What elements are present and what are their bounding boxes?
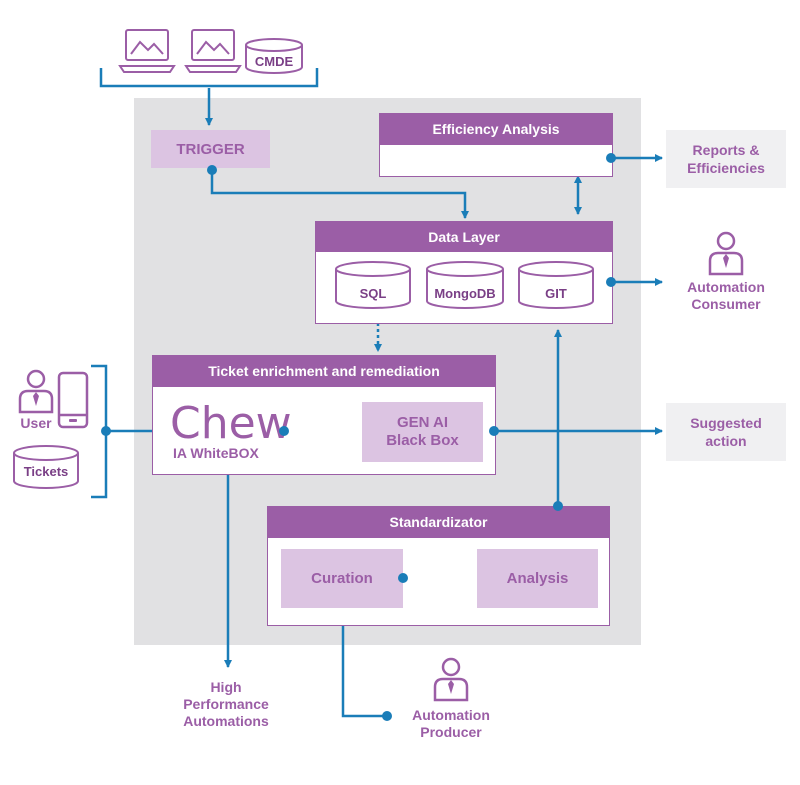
git-label: GIT (545, 286, 567, 301)
curation-box: Curation (281, 549, 403, 608)
data-layer-title: Data Layer (315, 221, 613, 252)
suggested-line1: Suggested (690, 415, 762, 431)
person-icon (18, 369, 54, 414)
efficiency-dot (606, 153, 616, 163)
automation-consumer-label: Automation Consumer (666, 279, 786, 313)
mongodb-database: MongoDB (425, 260, 505, 310)
standardizator-title: Standardizator (267, 506, 610, 538)
sources-bracket (99, 68, 319, 88)
sql-database: SQL (334, 260, 412, 310)
highperf-line2: Performance (183, 696, 269, 712)
producer-line1: Automation (412, 707, 490, 723)
highperf-line3: Automations (183, 713, 269, 729)
analysis-label: Analysis (506, 570, 569, 587)
datalayer-dot (606, 277, 616, 287)
standardizator-dot (553, 501, 563, 511)
tickets-label: Tickets (23, 464, 69, 479)
genai-blackbox: GEN AI Black Box (362, 402, 483, 462)
mongodb-label: MongoDB (434, 286, 496, 301)
trigger-label: TRIGGER (176, 140, 245, 158)
suggested-line2: action (705, 433, 747, 449)
person-icon (708, 231, 744, 276)
trigger-dot (207, 165, 217, 175)
curation-dot (398, 573, 408, 583)
reports-line2: Efficiencies (687, 160, 765, 176)
consumer-line2: Consumer (691, 296, 761, 312)
tickets-database: Tickets (12, 444, 80, 490)
reports-box: Reports & Efficiencies (666, 130, 786, 188)
person-icon (433, 657, 469, 702)
chew-logo: Chew (170, 398, 292, 449)
curation-label: Curation (311, 570, 373, 587)
user-dot (101, 426, 111, 436)
chew-dot (279, 426, 289, 436)
trigger-box: TRIGGER (151, 130, 270, 168)
efficiency-analysis-title: Efficiency Analysis (379, 113, 613, 145)
producer-line2: Producer (420, 724, 482, 740)
user-label: User (20, 415, 52, 431)
producer-to-curation-arrow (339, 611, 387, 718)
reports-line1: Reports & (692, 142, 760, 158)
high-performance-label: High Performance Automations (160, 679, 292, 730)
highperf-line1: High (210, 679, 242, 695)
genai-dot (489, 426, 499, 436)
laptop-icon (184, 29, 242, 73)
laptop-icon (118, 29, 176, 73)
consumer-line1: Automation (687, 279, 765, 295)
cmde-label: CMDE (254, 54, 294, 69)
git-database: GIT (517, 260, 595, 310)
suggested-action-box: Suggested action (666, 403, 786, 461)
cmde-database: CMDE (244, 37, 304, 75)
genai-line2: Black Box (386, 432, 459, 449)
smartphone-icon (57, 371, 89, 429)
sql-label: SQL (359, 286, 387, 301)
producer-dot (382, 711, 392, 721)
analysis-box: Analysis (477, 549, 598, 608)
trigger-to-datalayer-arrow (210, 170, 469, 219)
ia-whitebox-label: IA WhiteBOX (173, 445, 259, 461)
genai-line1: GEN AI (396, 414, 449, 431)
automation-producer-label: Automation Producer (392, 707, 510, 741)
ticket-enrichment-title: Ticket enrichment and remediation (152, 355, 496, 387)
